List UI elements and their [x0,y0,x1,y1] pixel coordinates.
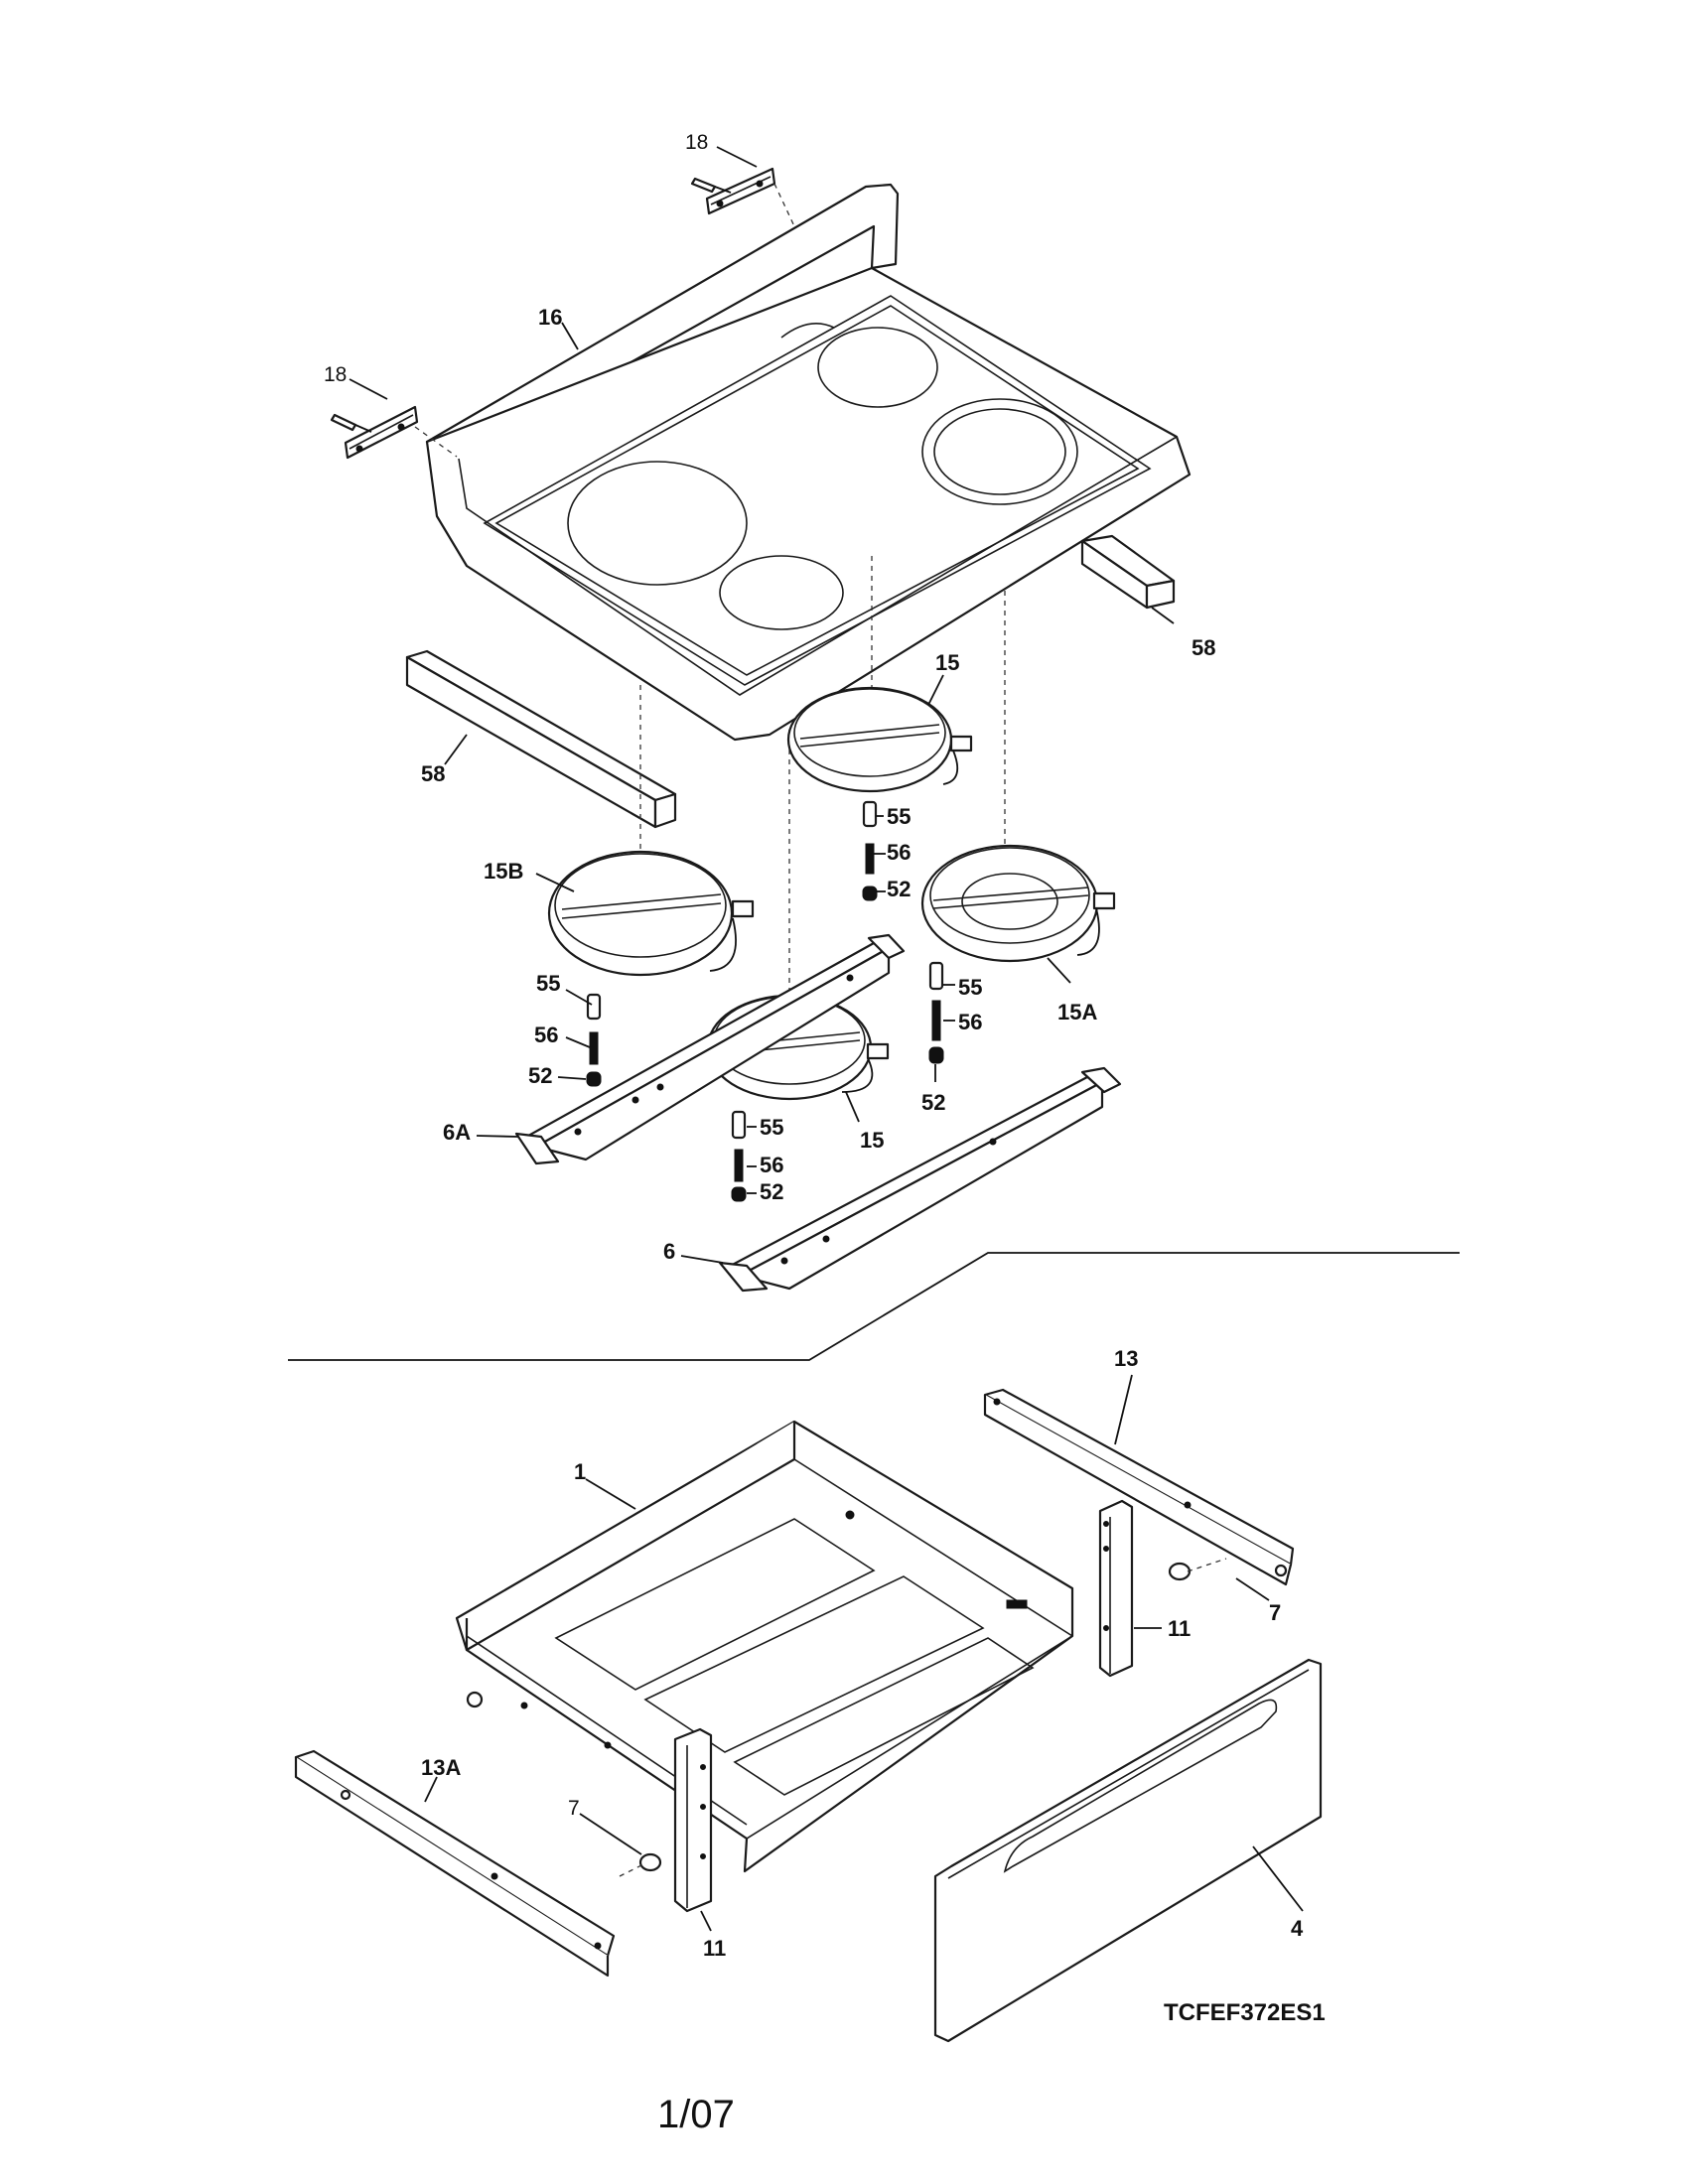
label-56-15B: 56 [534,1023,558,1047]
label-13A: 13A [421,1755,461,1780]
label-18-right: 18 [685,131,708,154]
label-16: 16 [538,305,562,330]
label-56-lower: 56 [760,1153,783,1177]
label-15-upper: 15 [935,650,959,675]
section-divider [288,1252,1460,1361]
label-52-upper: 52 [887,877,911,901]
element-support-rail-6A [514,933,906,1165]
drawer-roller-left [619,1852,662,1877]
label-6: 6 [663,1239,675,1264]
label-52-15B: 52 [528,1063,552,1088]
surface-element-15A [920,844,1116,963]
insulation-strip-left [405,649,677,829]
label-15A: 15A [1057,1000,1097,1024]
label-52-15A: 52 [921,1090,945,1115]
page-number: 1/07 [657,2093,735,2136]
cooktop-assembly [425,183,1192,742]
label-13: 13 [1114,1346,1138,1371]
fastener-stack-lower [731,1110,747,1202]
label-56-upper: 56 [887,840,911,865]
drawer-bracket-11-left [673,1727,713,1913]
drawer-slide-rail-13 [983,1388,1295,1586]
label-55-15B: 55 [536,971,560,996]
drawer-roller-right [1168,1558,1227,1581]
element-support-rail-6 [718,1066,1122,1293]
drawer-front-panel [933,1658,1323,2043]
fastener-stack-15B [586,993,602,1087]
fastener-stack-15A [928,961,944,1064]
label-58-right: 58 [1192,635,1215,660]
label-55-lower: 55 [760,1115,783,1140]
label-18-left: 18 [324,363,347,386]
label-15B: 15B [484,859,523,884]
label-7-right: 7 [1269,1600,1281,1625]
label-56-15A: 56 [958,1010,982,1034]
insulation-strip-right [1080,534,1176,610]
fastener-stack-upper [862,800,878,901]
drawer-bracket-11-right [1098,1499,1134,1678]
surface-element-15-upper [786,686,973,793]
label-52-lower: 52 [760,1179,783,1204]
label-7-left: 7 [568,1797,580,1820]
hinge-bracket-left [330,405,419,460]
drawer-slide-rail-13A [294,1749,616,1978]
label-55-upper: 55 [887,804,911,829]
surface-element-15B [547,850,755,977]
label-55-15A: 55 [958,975,982,1000]
hinge-bracket-right [690,167,776,215]
leader-lines [349,146,1304,1932]
label-11-left: 11 [703,1936,726,1961]
storage-drawer [455,1420,1074,1873]
label-11-right: 11 [1168,1616,1191,1641]
label-15-lower: 15 [860,1128,884,1153]
diagram-code: TCFEF372ES1 [1164,1999,1326,2026]
label-4: 4 [1291,1916,1304,1941]
label-58-left: 58 [421,761,445,786]
label-1: 1 [574,1459,586,1484]
label-6A: 6A [443,1120,471,1145]
